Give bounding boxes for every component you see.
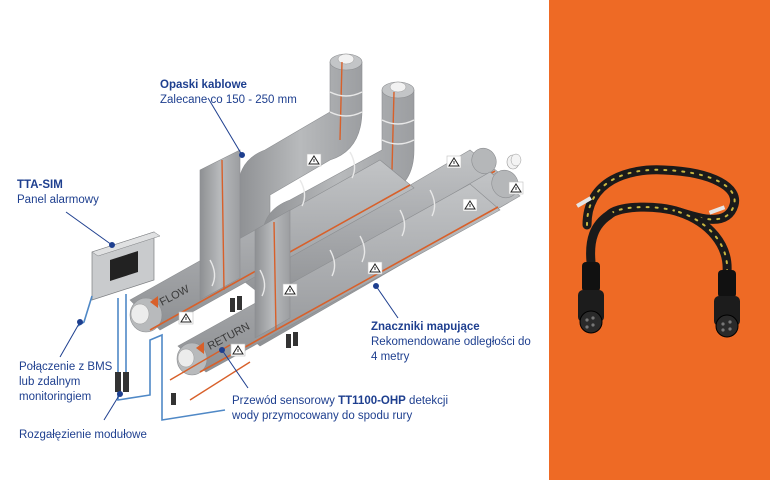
bms-connection-label: Połączenie z BMS lub zdalnym monitoringi… [19, 361, 113, 403]
return-arrow-icon [196, 342, 204, 354]
diagram-panel: FLOW RETURN [0, 0, 549, 480]
leader-lines [59, 97, 399, 421]
cable-ties-label: Opaski kablowe Zalecane co 150 - 250 mm [160, 79, 297, 106]
pipe-diagram: FLOW RETURN [59, 53, 524, 421]
flow-arrow-icon [150, 296, 158, 308]
modular-junction-icon [115, 296, 298, 405]
alarm-panel-label: TTA-SIM Panel alarmowy [17, 179, 99, 206]
cable-ties [209, 91, 436, 297]
alarm-panel-icon [91, 231, 161, 301]
mapping-markers-label: Znaczniki mapujące Rekomendowane odległo… [371, 321, 531, 363]
braided-cable-icon [576, 165, 740, 338]
sensor-cable-label: Przewód sensorowy TT1100-OHP detekcji wo… [232, 395, 449, 422]
return-pipe [176, 183, 501, 376]
product-panel [549, 0, 770, 480]
modular-junction-label: Rozgałęzienie modułowe [19, 429, 147, 441]
